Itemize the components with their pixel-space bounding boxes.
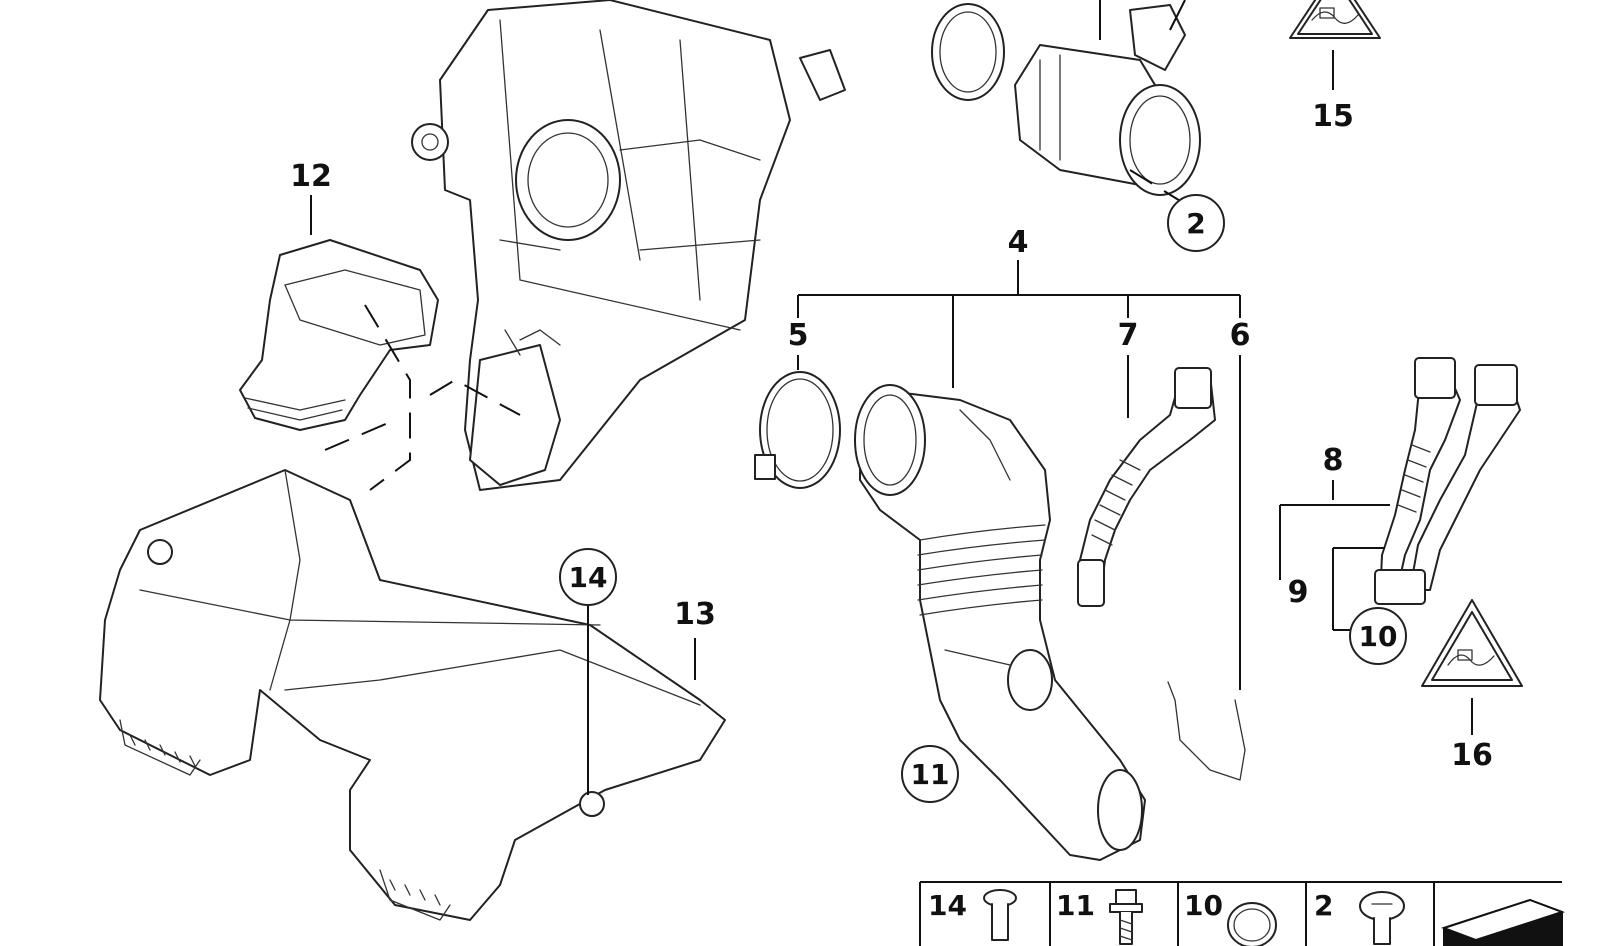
table-label-11: 11 bbox=[1056, 889, 1095, 922]
wedge-icon bbox=[1440, 898, 1566, 946]
callout-9: 9 bbox=[1288, 575, 1309, 610]
callout-13: 13 bbox=[674, 597, 716, 632]
table-cell-14: 14 bbox=[928, 889, 1017, 941]
callout-15: 15 bbox=[1312, 99, 1354, 134]
part-8-hose-assembly bbox=[1374, 357, 1521, 605]
part-11-intake-boot bbox=[854, 384, 1146, 861]
small-parts-table: 14 11 10 2 bbox=[919, 881, 1566, 946]
part-5-hose-clamp bbox=[754, 371, 841, 489]
callout-12: 12 bbox=[290, 159, 332, 194]
callout-10: 10 bbox=[1359, 620, 1398, 653]
callout-10-circle: 10 bbox=[1349, 607, 1407, 665]
callout-2-circle: 2 bbox=[1167, 194, 1225, 252]
part-12-intake-duct bbox=[239, 239, 439, 431]
callout-11-circle: 11 bbox=[901, 745, 959, 803]
callout-14: 14 bbox=[569, 561, 608, 594]
callout-4: 4 bbox=[1008, 225, 1029, 260]
callout-14-circle: 14 bbox=[559, 548, 617, 606]
warning-triangle-icon bbox=[1421, 599, 1523, 687]
warning-triangle-icon bbox=[1289, 0, 1381, 39]
bracket-9 bbox=[1332, 547, 1385, 631]
table-cell-2: 2 bbox=[1314, 889, 1405, 945]
part-13-filter-cover bbox=[99, 469, 726, 921]
part-6-wire-clip bbox=[1167, 681, 1246, 781]
bracket-8 bbox=[1279, 480, 1390, 580]
table-cell-wedge bbox=[1440, 898, 1566, 946]
callout-11: 11 bbox=[911, 758, 950, 791]
callout-5: 5 bbox=[788, 318, 809, 353]
bolt-icon bbox=[1109, 889, 1143, 945]
leader-15b bbox=[1169, 0, 1186, 31]
table-label-2: 2 bbox=[1314, 889, 1333, 922]
air-filter-housing bbox=[411, 0, 846, 491]
part-2-air-mass-meter bbox=[931, 3, 1201, 196]
table-label-14: 14 bbox=[928, 889, 967, 922]
ring-icon bbox=[1227, 902, 1277, 946]
callout-2: 2 bbox=[1186, 207, 1205, 240]
pan-head-screw-icon bbox=[1359, 891, 1405, 945]
callout-8: 8 bbox=[1323, 443, 1344, 478]
table-label-10: 10 bbox=[1184, 889, 1223, 922]
callout-6: 6 bbox=[1230, 318, 1251, 353]
screw-icon bbox=[983, 889, 1017, 941]
callout-16: 16 bbox=[1451, 738, 1493, 773]
table-cell-10: 10 bbox=[1184, 889, 1277, 946]
table-cell-11: 11 bbox=[1056, 889, 1143, 945]
callout-7: 7 bbox=[1118, 318, 1139, 353]
part-7-vent-hose bbox=[1077, 367, 1216, 607]
bracket-4 bbox=[797, 260, 1241, 388]
